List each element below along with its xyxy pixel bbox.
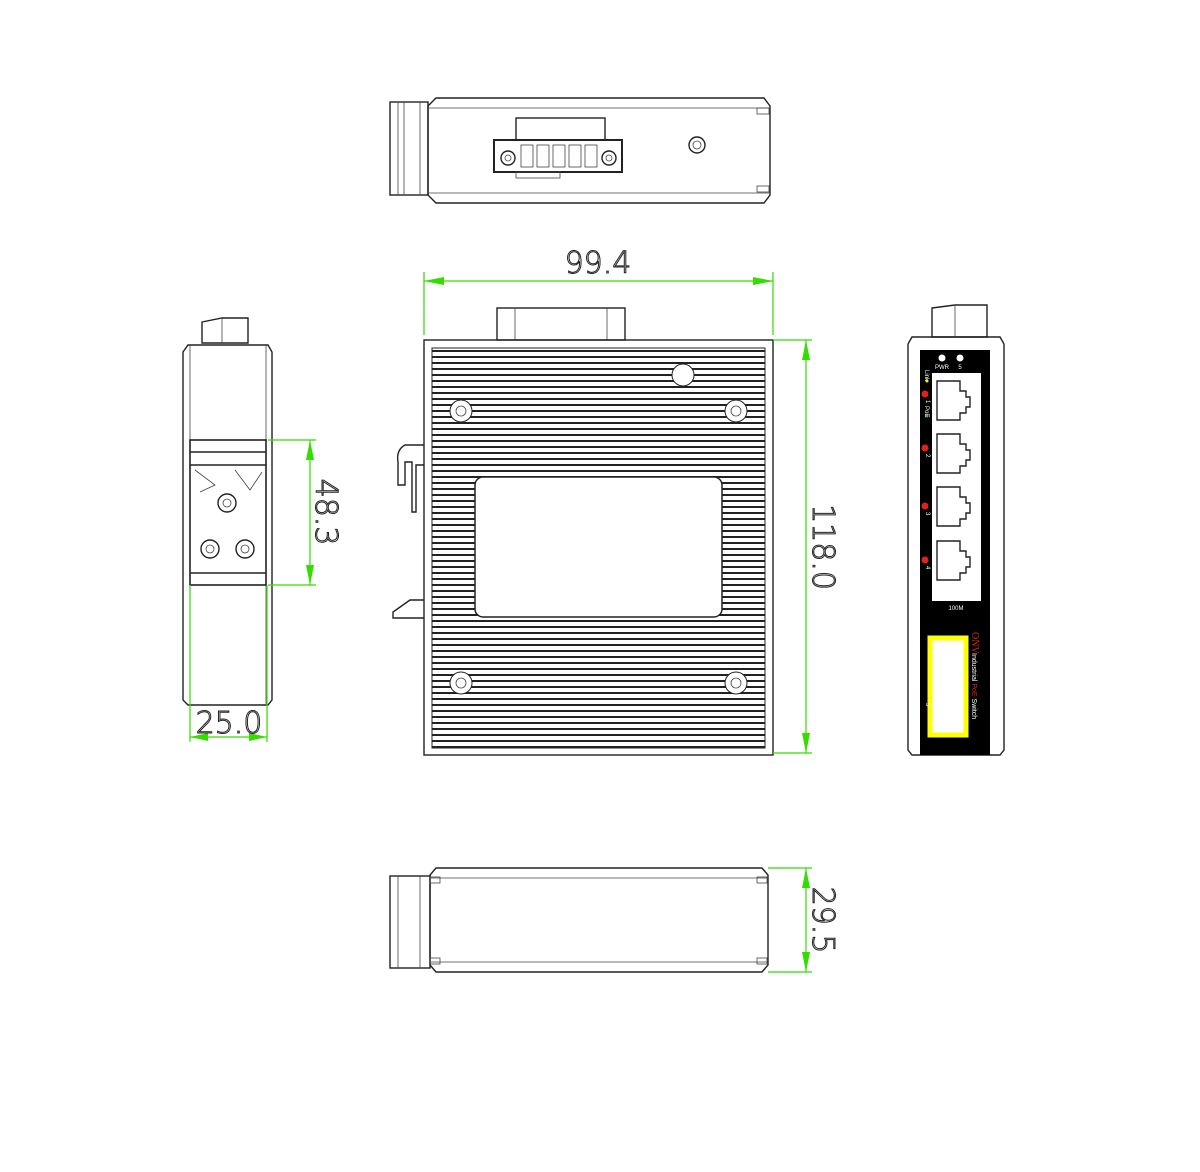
led-port-3 — [921, 502, 929, 510]
screw-icon — [601, 150, 617, 166]
top-connector — [496, 307, 626, 341]
dimension-height — [773, 339, 812, 754]
led-link-label: Link — [923, 370, 929, 382]
top-view — [389, 97, 771, 204]
dimension-thickness — [768, 867, 812, 973]
top-body — [427, 97, 771, 204]
dimension-width — [423, 272, 774, 335]
rj45-port-2 — [936, 433, 971, 474]
din-clip — [396, 444, 424, 513]
top-cap — [389, 101, 429, 196]
brand-logo: ONV — [969, 632, 980, 654]
dimension-thickness-label: 29.5 — [805, 887, 840, 954]
dimension-depth — [189, 585, 268, 742]
led-port-1 — [921, 390, 929, 398]
rj45-port-3 — [936, 486, 971, 527]
dimension-width-label: 99.4 — [565, 246, 632, 281]
ground-hole — [671, 363, 695, 387]
bottom-view — [389, 867, 769, 973]
port-number-2: 2 — [924, 454, 930, 458]
side-connector — [201, 317, 249, 344]
product-name: Industrial PoE Switch — [970, 653, 977, 719]
led-poe — [925, 414, 929, 418]
led-poe-label: PoE — [923, 406, 929, 417]
port-number-1: 1 — [924, 400, 930, 404]
side-body — [182, 344, 273, 706]
sfp-port — [927, 635, 969, 738]
dimension-depth-label: 25.0 — [196, 706, 263, 741]
led-link — [925, 379, 929, 383]
rj45-port-1 — [936, 380, 971, 421]
ground-screw-icon — [688, 136, 706, 154]
din-clip-bottom — [392, 599, 424, 619]
port-speed-label: 100M — [948, 606, 963, 612]
main-view — [392, 307, 774, 756]
mount-screws — [449, 399, 748, 695]
terminal-plug — [515, 117, 606, 141]
dimension-din-label: 48.3 — [308, 479, 343, 546]
led-pwr-label: PWR — [935, 365, 950, 371]
bottom-cap — [389, 875, 431, 969]
front-panel-view: PWR 5 Link PoE 1 2 3 4 100M 5 ONV Indust… — [907, 304, 1005, 756]
panel-connector — [931, 304, 988, 338]
port-number-3: 3 — [924, 512, 930, 516]
panel-body — [907, 336, 1005, 756]
led-port-2 — [921, 444, 929, 452]
side-view — [182, 317, 273, 706]
rj45-ports — [936, 380, 971, 581]
led-port-4 — [921, 556, 929, 564]
dimension-din — [268, 439, 316, 586]
screw-icon — [500, 150, 516, 166]
led-sfp — [956, 354, 964, 362]
dimension-height-label: 118.0 — [805, 504, 840, 590]
led-pwr — [938, 354, 946, 362]
sfp-number: 5 — [924, 703, 930, 707]
main-body — [423, 339, 774, 756]
terminal-slots — [520, 144, 598, 168]
label-window — [474, 476, 723, 618]
port-number-4: 4 — [924, 566, 930, 570]
led-sfp-label: 5 — [958, 365, 962, 371]
rj45-port-4 — [936, 540, 971, 581]
bottom-body — [429, 867, 769, 973]
